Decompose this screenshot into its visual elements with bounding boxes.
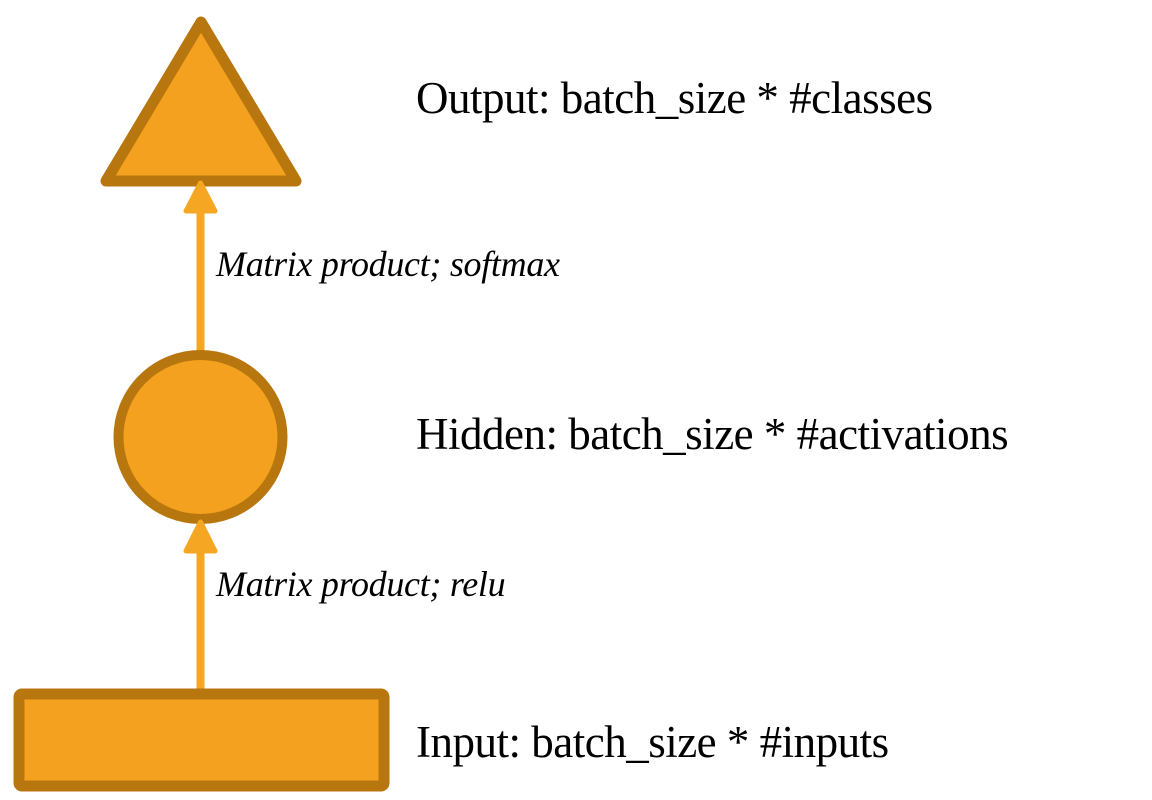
edge-label-hidden-to-output: Matrix product; softmax: [216, 244, 560, 284]
arrow-input-to-hidden: [183, 519, 218, 693]
node-output-triangle[interactable]: [100, 16, 302, 187]
node-input-rectangle[interactable]: [13, 688, 390, 792]
node-label-hidden: Hidden: batch_size * #activations: [416, 409, 1009, 459]
node-label-output: Output: batch_size * #classes: [416, 73, 933, 123]
edge-label-input-to-hidden: Matrix product; relu: [216, 564, 506, 604]
node-hidden-circle[interactable]: [113, 350, 288, 524]
node-label-input: Input: batch_size * #inputs: [416, 717, 889, 767]
